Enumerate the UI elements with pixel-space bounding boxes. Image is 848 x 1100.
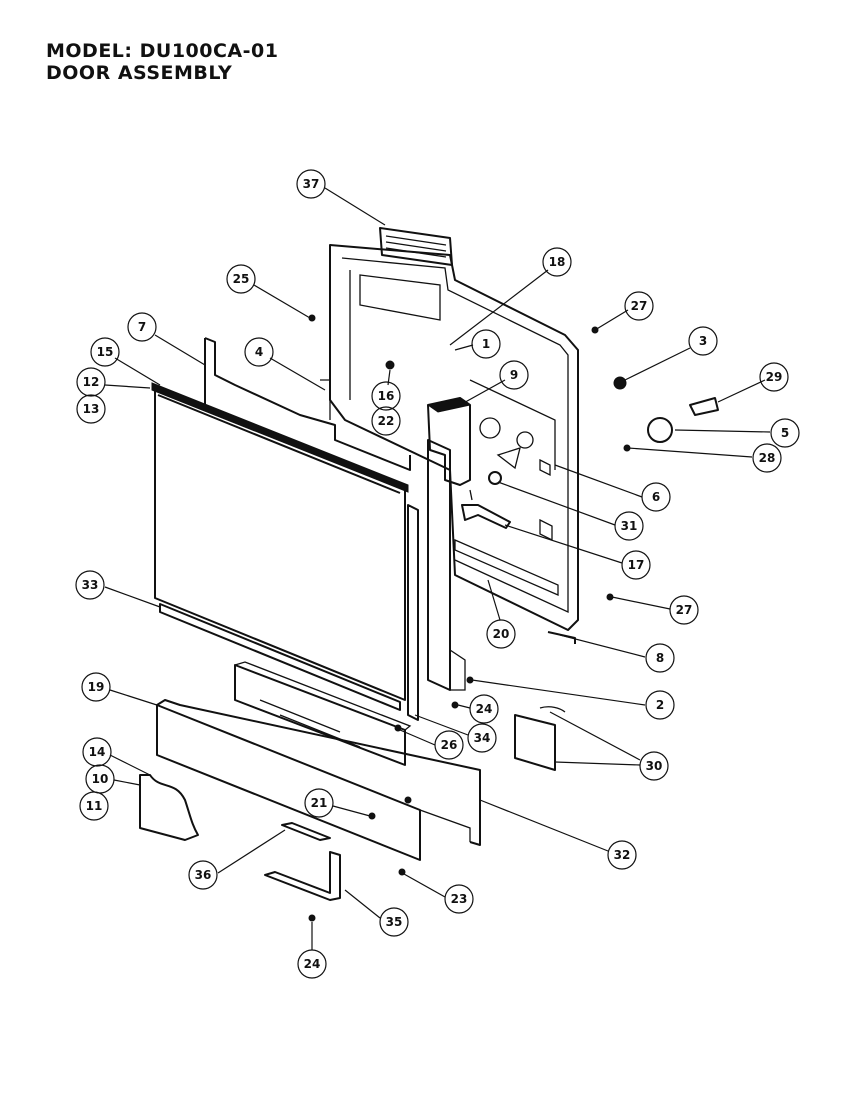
svg-text:29: 29	[766, 370, 783, 384]
insulation-piece	[139, 774, 199, 841]
svg-text:6: 6	[652, 490, 660, 504]
svg-text:10: 10	[92, 772, 109, 786]
callout-21: 21	[304, 788, 334, 818]
callout-15: 15	[90, 337, 120, 367]
svg-text:25: 25	[233, 272, 250, 286]
toe-panel	[156, 699, 481, 861]
callout-35: 35	[379, 907, 409, 937]
lower-brackets	[264, 822, 341, 901]
bottom-trim-strip	[159, 603, 401, 711]
svg-text:33: 33	[82, 578, 99, 592]
callout-31: 31	[614, 511, 644, 541]
callout-14: 14	[82, 737, 112, 767]
svg-text:12: 12	[83, 375, 100, 389]
svg-text:13: 13	[83, 402, 100, 416]
svg-text:28: 28	[759, 451, 776, 465]
callout-22: 22	[371, 406, 401, 436]
callout-28: 28	[752, 443, 782, 473]
svg-text:27: 27	[631, 299, 648, 313]
callout-17: 17	[621, 550, 651, 580]
callout-25: 25	[226, 264, 256, 294]
svg-text:35: 35	[386, 915, 403, 929]
assembly-line: DOOR ASSEMBLY	[46, 62, 233, 84]
svg-text:17: 17	[628, 558, 645, 572]
callout-5: 5	[770, 418, 800, 448]
callout-24-bottom: 24	[297, 949, 327, 979]
callout-32: 32	[607, 840, 637, 870]
svg-text:30: 30	[646, 759, 663, 773]
callout-20: 20	[486, 619, 516, 649]
svg-text:36: 36	[195, 868, 212, 882]
callout-9: 9	[499, 360, 529, 390]
callout-27-top: 27	[624, 291, 654, 321]
cover-plate	[514, 706, 566, 771]
svg-text:24: 24	[476, 702, 493, 716]
callout-33: 33	[75, 570, 105, 600]
svg-text:16: 16	[378, 389, 395, 403]
model-line: MODEL: DU100CA-01	[46, 40, 279, 62]
svg-text:14: 14	[89, 745, 106, 759]
svg-text:9: 9	[510, 368, 518, 382]
svg-text:20: 20	[493, 627, 510, 641]
svg-text:5: 5	[781, 426, 789, 440]
callout-10: 10	[85, 764, 115, 794]
inner-door-panel	[329, 244, 579, 631]
svg-text:23: 23	[451, 892, 468, 906]
svg-text:3: 3	[699, 334, 707, 348]
svg-text:37: 37	[303, 177, 320, 191]
svg-text:32: 32	[614, 848, 631, 862]
svg-text:7: 7	[138, 320, 146, 334]
svg-text:1: 1	[482, 337, 490, 351]
callout-19: 19	[81, 672, 111, 702]
callout-1: 1	[471, 329, 501, 359]
callout-29: 29	[759, 362, 789, 392]
callout-24-mid: 24	[469, 694, 499, 724]
latch-parts	[461, 471, 511, 529]
latch-bracket	[426, 397, 472, 486]
callout-26: 26	[434, 730, 464, 760]
callout-13: 13	[76, 394, 106, 424]
svg-text:26: 26	[441, 738, 458, 752]
callout-12: 12	[76, 367, 106, 397]
callout-23: 23	[444, 884, 474, 914]
callout-8: 8	[645, 643, 675, 673]
svg-text:2: 2	[656, 698, 664, 712]
svg-text:34: 34	[474, 731, 491, 745]
callout-4: 4	[244, 337, 274, 367]
svg-text:8: 8	[656, 651, 664, 665]
callout-3: 3	[688, 326, 718, 356]
callout-16: 16	[371, 381, 401, 411]
leader-lines	[104, 187, 771, 950]
callout-27-mid: 27	[669, 595, 699, 625]
svg-text:21: 21	[311, 796, 328, 810]
callout-37: 37	[296, 169, 326, 199]
svg-text:31: 31	[621, 519, 638, 533]
fasteners	[308, 314, 719, 922]
callout-6: 6	[641, 482, 671, 512]
outer-door-panel	[151, 382, 409, 701]
vent-grille	[379, 227, 453, 266]
callout-2: 2	[645, 690, 675, 720]
side-channel	[407, 439, 466, 721]
diagram-title: MODEL: DU100CA-01 DOOR ASSEMBLY	[46, 40, 278, 84]
svg-text:27: 27	[676, 603, 693, 617]
callout-18: 18	[542, 247, 572, 277]
svg-text:4: 4	[255, 345, 263, 359]
svg-text:11: 11	[86, 799, 103, 813]
svg-text:22: 22	[378, 414, 395, 428]
callout-36: 36	[188, 860, 218, 890]
mounting-bracket	[204, 337, 411, 471]
callout-7: 7	[127, 312, 157, 342]
svg-text:15: 15	[97, 345, 114, 359]
svg-text:19: 19	[88, 680, 105, 694]
svg-text:24: 24	[304, 957, 321, 971]
callout-11: 11	[79, 791, 109, 821]
callout-34: 34	[467, 723, 497, 753]
svg-text:18: 18	[549, 255, 566, 269]
callout-30: 30	[639, 751, 669, 781]
